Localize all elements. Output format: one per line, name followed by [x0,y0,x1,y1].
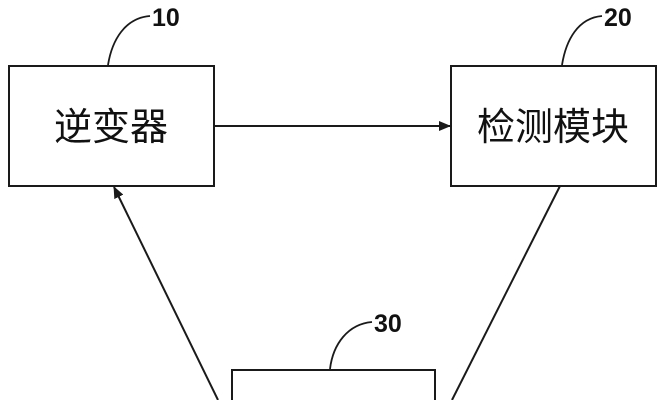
ref-10-label: 10 [152,4,180,32]
inverter-box [8,65,215,187]
arrow-third-to-inverter [113,186,219,400]
ref-20-label: 20 [604,4,632,32]
detection-module-block: 检测模块 [450,65,657,187]
ref-10-leader [107,15,151,66]
ref-30-label: 30 [374,310,402,338]
line-detection-to-third [451,185,561,400]
ref-30-leader [329,321,373,370]
inverter-block: 逆变器 [8,65,215,187]
ref-20: 20 [561,4,632,66]
ref-20-leader [561,15,603,66]
detection-module-label: 检测模块 [477,105,629,149]
third-box [231,369,436,400]
detection-module-box [450,65,657,187]
ref-30: 30 [329,310,402,370]
third-block [231,369,436,400]
inverter-label: 逆变器 [54,105,168,149]
ref-10: 10 [107,4,180,66]
